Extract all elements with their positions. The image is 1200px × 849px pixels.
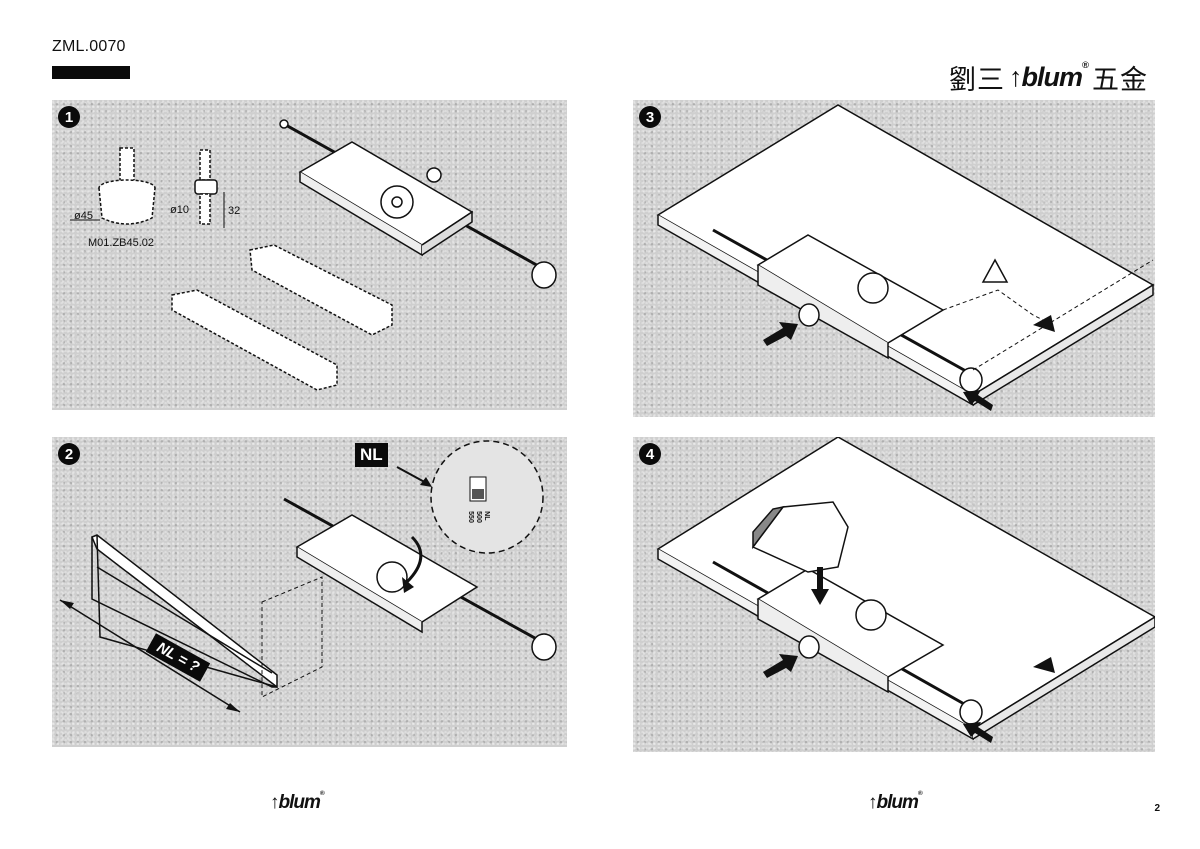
arrow-right-icon bbox=[226, 703, 240, 712]
magnifier-inset bbox=[430, 440, 544, 554]
curved-arrow-icon bbox=[405, 535, 423, 584]
fist-icon bbox=[751, 501, 849, 573]
page-number: 2 bbox=[1154, 803, 1160, 814]
step-4-panel: 4 bbox=[633, 437, 1155, 752]
warning-symbol: ⚠ bbox=[988, 264, 989, 265]
arrow-left-icon bbox=[60, 600, 74, 609]
step-3-illustration bbox=[656, 104, 1155, 411]
step-number-badge: 1 bbox=[58, 106, 80, 128]
step-number-badge: 4 bbox=[639, 443, 661, 465]
step-3-panel: 3 ⚠ bbox=[633, 100, 1155, 417]
template-plates bbox=[171, 244, 393, 391]
step-number-badge: 3 bbox=[639, 106, 661, 128]
down-arrow-icon bbox=[811, 567, 829, 605]
brand-cn-right: 五金 bbox=[1092, 65, 1148, 96]
blum-figure-icon: ↑ bbox=[270, 792, 279, 813]
nl-tag: NL bbox=[355, 443, 388, 467]
push-arrow-icon bbox=[763, 322, 993, 411]
brand-cn-left: 劉三 bbox=[949, 65, 1006, 96]
step-2-panel: 2 NL NL = ? NL 500 550 bbox=[52, 437, 567, 747]
warning-triangle-icon bbox=[981, 258, 1009, 283]
label-depth-32: 32 bbox=[228, 205, 241, 217]
nl-scale-label: NL 500 550 bbox=[466, 511, 490, 523]
triangle-marker-icon bbox=[1033, 315, 1055, 332]
drill-bit-large-icon bbox=[98, 147, 156, 225]
document-code: ZML.0070 bbox=[52, 38, 126, 55]
brand-header: 劉三 ↑blum® 五金 bbox=[949, 58, 1148, 97]
step-number-badge: 2 bbox=[58, 443, 80, 465]
panel-board bbox=[656, 104, 1155, 407]
label-diameter-45: ø45 bbox=[74, 210, 93, 222]
step-4-illustration bbox=[656, 437, 1155, 743]
triangle-marker-icon bbox=[1033, 657, 1055, 673]
step-1-illustration bbox=[70, 119, 557, 391]
footer-logo-right: ↑blum® bbox=[868, 789, 923, 813]
blum-logo: ↑blum® bbox=[1009, 59, 1089, 93]
label-part-code: M01.ZB45.02 bbox=[88, 237, 155, 249]
blum-figure-icon: ↑ bbox=[1009, 62, 1022, 92]
redaction-bar bbox=[52, 66, 130, 79]
step-2-illustration bbox=[59, 440, 557, 713]
drawer-side-profile bbox=[91, 534, 278, 689]
drilling-jig bbox=[283, 497, 557, 661]
drilling-jig bbox=[712, 560, 983, 725]
footer-logo-left: ↑blum® bbox=[270, 789, 325, 813]
label-diameter-10: ø10 bbox=[170, 204, 189, 216]
step-1-panel: 1 ø bbox=[52, 100, 567, 410]
blum-figure-icon: ↑ bbox=[868, 792, 877, 813]
panel-board bbox=[656, 437, 1155, 741]
drill-bit-small-icon bbox=[194, 149, 218, 225]
dimension-line bbox=[59, 599, 241, 713]
push-arrow-icon bbox=[763, 654, 993, 743]
drilling-jig bbox=[279, 119, 557, 289]
